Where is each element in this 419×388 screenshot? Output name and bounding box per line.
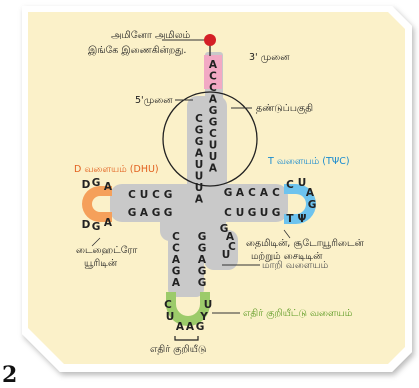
base-d-arm-top-2: C — [152, 189, 160, 201]
base-anticodon-right-1: G — [198, 243, 207, 255]
anticodon-label: எதிர் குறியீடு — [150, 344, 207, 356]
base-d-arm-top-3: G — [164, 189, 173, 201]
base-d-arm-top-1: U — [140, 189, 149, 201]
base-acceptor-right-8: U — [209, 151, 218, 163]
three-prime-label: 3' முனை — [249, 52, 290, 63]
base-acceptor-right-1: C — [209, 71, 217, 83]
base-d-arm-bottom-1: A — [140, 207, 149, 219]
five-prime-label: 5'முனை — [135, 95, 173, 106]
base-acceptor-right-7: U — [209, 140, 218, 152]
base-acceptor-right-5: G — [209, 117, 218, 129]
stray-number: 2 — [2, 362, 17, 388]
base-t-arm-bottom-1: U — [236, 207, 245, 219]
base-t-arm-top-0: G — [224, 187, 233, 199]
base-d-arm-bottom-2: G — [152, 207, 161, 219]
stem-label: தண்டுப்பகுதி — [256, 103, 313, 115]
amino-acid-label-line1: அமினோ அமிலம் — [111, 30, 191, 41]
base-t-loop-3: G — [308, 199, 317, 211]
base-t-arm-bottom-0: C — [224, 207, 232, 219]
base-acceptor-left-4: U — [195, 159, 204, 171]
base-t-loop-5: Ψ — [298, 213, 307, 225]
base-anticodon-loop-4: A — [176, 321, 185, 333]
base-t-arm-bottom-2: G — [248, 207, 257, 219]
base-anticodon-right-4: G — [198, 277, 207, 289]
amino-acid-dot — [204, 34, 216, 46]
base-t-arm-top-2: C — [248, 187, 256, 199]
base-d-arm-bottom-0: G — [128, 207, 137, 219]
base-d-loop-4: G — [92, 221, 101, 233]
base-anticodon-right-3: G — [198, 266, 207, 278]
base-t-arm-bottom-3: U — [260, 207, 269, 219]
base-anticodon-loop-3: U — [204, 299, 213, 311]
base-anticodon-loop-5: A — [186, 321, 195, 333]
base-t-arm-bottom-4: G — [272, 207, 281, 219]
base-acceptor-left-5: U — [195, 171, 204, 183]
base-t-arm-top-4: C — [272, 187, 280, 199]
base-anticodon-loop-6: G — [196, 321, 205, 333]
amino-acid-label-line2: இங்கே இணைகின்றது. — [88, 45, 186, 56]
dihydrouridine-label-line1: டைஹைட்ரோ — [76, 245, 138, 256]
base-variable-loop-3: U — [222, 249, 231, 261]
base-d-arm-top-0: C — [128, 189, 136, 201]
base-acceptor-left-6: U — [195, 182, 204, 194]
base-t-arm-top-1: A — [236, 187, 245, 199]
base-d-loop-3: D — [82, 219, 91, 231]
base-acceptor-right-0: A — [209, 59, 218, 71]
base-anticodon-right-2: A — [198, 254, 207, 266]
anticodon-loop-label: எதிர் குறியீட்டு வளையம் — [243, 308, 353, 320]
base-d-arm-bottom-3: G — [164, 207, 173, 219]
d-loop-label: D வளையம் (DHU) — [74, 164, 159, 175]
base-acceptor-right-2: C — [209, 82, 217, 94]
base-anticodon-left-0: C — [172, 231, 180, 243]
base-anticodon-left-4: A — [172, 277, 181, 289]
base-anticodon-loop-0: C — [164, 299, 172, 311]
dihydrouridine-label-line2: யூரிடின் — [84, 258, 118, 269]
thymine-label-line1: தைமிடின், சூடோயூரிடைன் — [246, 238, 365, 249]
base-acceptor-left-0: C — [195, 113, 203, 125]
variable-loop-label: மாறி வளையம் — [262, 260, 329, 271]
base-t-arm-top-3: A — [260, 187, 269, 199]
base-anticodon-loop-1: U — [166, 311, 175, 323]
base-t-loop-2: A — [306, 187, 315, 199]
base-d-loop-5: A — [104, 217, 113, 229]
base-acceptor-right-4: G — [209, 105, 218, 117]
base-t-loop-4: T — [286, 213, 294, 225]
base-acceptor-left-2: G — [195, 136, 204, 148]
base-anticodon-left-2: A — [172, 254, 181, 266]
base-acceptor-right-3: A — [209, 94, 218, 106]
base-anticodon-right-0: G — [198, 231, 207, 243]
base-acceptor-right-6: C — [209, 128, 217, 140]
base-acceptor-right-9: A — [209, 163, 218, 175]
base-d-loop-2: A — [104, 181, 113, 193]
base-acceptor-left-3: A — [195, 148, 204, 160]
base-d-loop-0: D — [82, 179, 91, 191]
base-anticodon-left-3: G — [172, 266, 181, 278]
t-loop-label: T வளையம் (TΨC) — [267, 156, 350, 167]
base-anticodon-left-1: C — [172, 243, 180, 255]
base-acceptor-left-1: G — [195, 125, 204, 137]
base-acceptor-left-7: A — [195, 194, 204, 206]
base-d-loop-1: G — [92, 177, 101, 189]
base-t-loop-0: C — [286, 179, 294, 191]
